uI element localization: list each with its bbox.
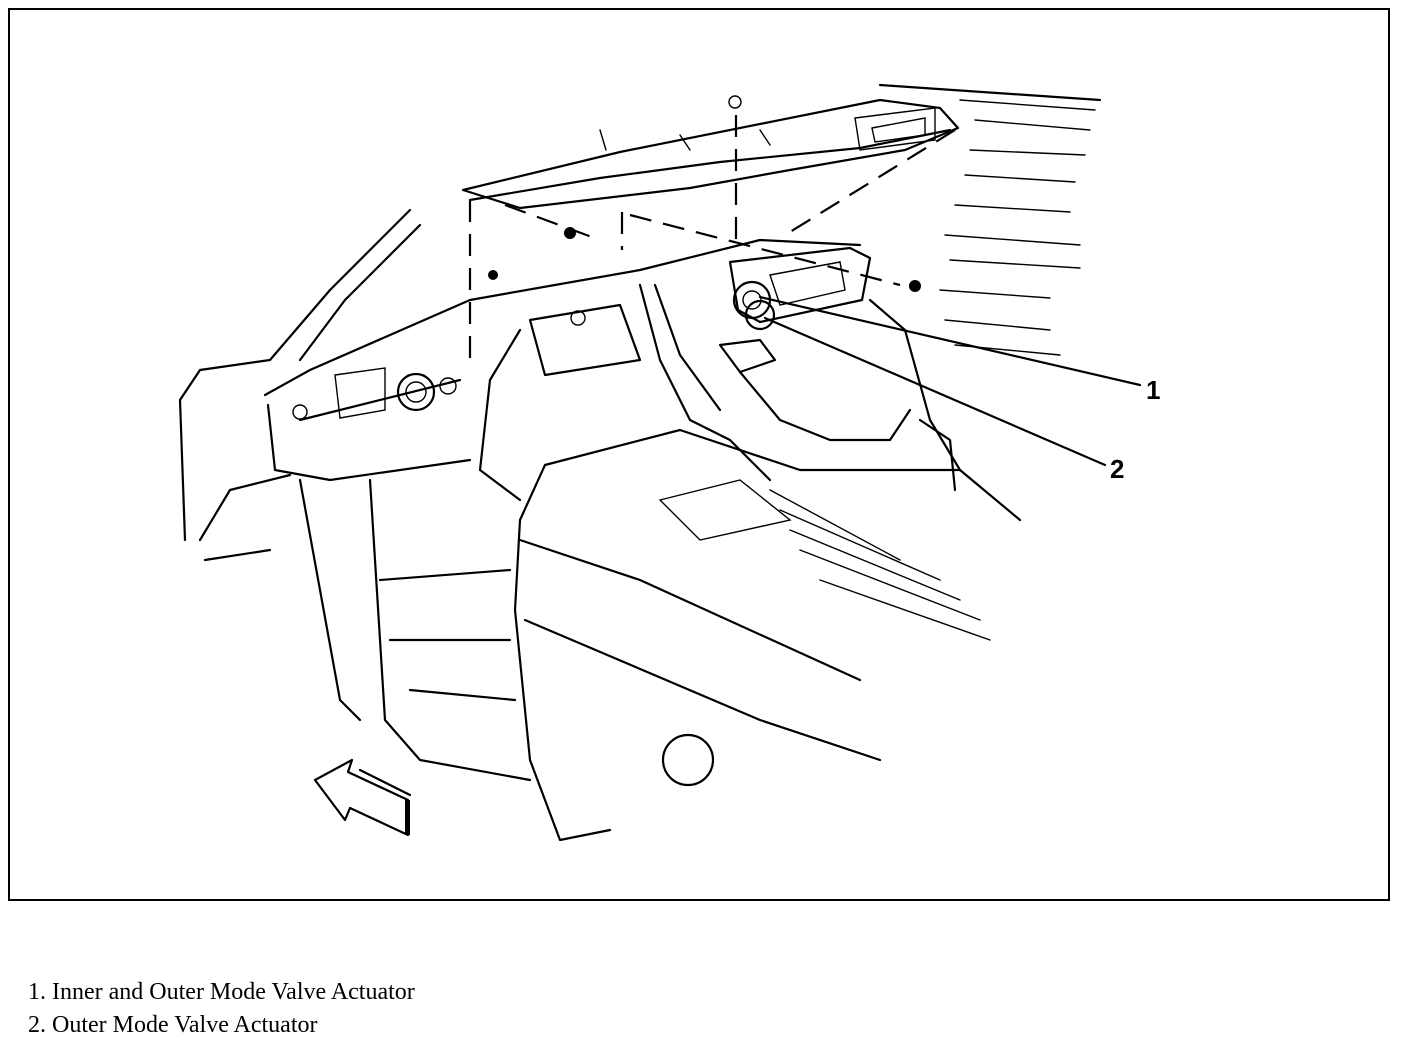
legend-item-1: 1. Inner and Outer Mode Valve Actuator (28, 979, 415, 1005)
inner-outer-mode-actuator (732, 280, 772, 320)
windshield-hatching (878, 83, 1102, 356)
hvac-module (718, 246, 962, 472)
door-and-floor (198, 328, 1022, 842)
front-direction-arrow-icon (313, 758, 412, 837)
callout-legend: 1. Inner and Outer Mode Valve Actuator 2… (28, 976, 415, 1042)
vehicle-hvac-diagram: 1 2 (178, 83, 1160, 842)
callout-number-2: 2 (1110, 454, 1124, 484)
fastener-leader-lines (468, 115, 956, 370)
callout-number-1: 1 (1146, 375, 1160, 405)
outer-mode-actuator (744, 299, 776, 331)
dash-panel-assembly (461, 95, 960, 210)
legend-item-2: 2. Outer Mode Valve Actuator (28, 1012, 318, 1038)
callout-leaders (758, 295, 1142, 467)
illustration-frame (8, 8, 1390, 901)
body-structure (178, 208, 862, 542)
